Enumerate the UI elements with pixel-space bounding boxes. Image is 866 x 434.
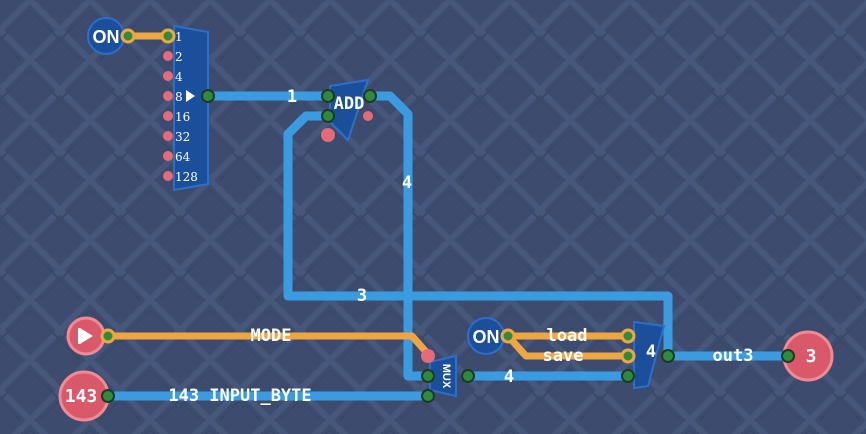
byte-maker[interactable]	[173, 24, 209, 192]
wire-save[interactable]	[504, 332, 632, 360]
wire-loop-3[interactable]	[283, 111, 673, 361]
mux-input-a-pin[interactable]	[421, 369, 435, 383]
on-switch-mid[interactable]: ON	[467, 317, 505, 355]
bit-label-16: 16	[175, 110, 190, 124]
register-save-pin[interactable]	[620, 348, 636, 364]
wire-label-four-vertical: 4	[402, 173, 412, 193]
on-switch-mid-pin[interactable]	[500, 328, 516, 344]
byte-maker-bit-16-pin[interactable]	[163, 111, 173, 121]
on-switch-mid-label: ON	[473, 327, 500, 347]
output-value: 3	[806, 346, 817, 367]
byte-maker-bit-1-pin[interactable]	[160, 28, 176, 44]
play-bar-icon	[78, 328, 80, 344]
wire-mode[interactable]	[104, 332, 432, 358]
byte-maker-bit-4-pin[interactable]	[163, 71, 173, 81]
register-output-label: out3	[713, 346, 754, 366]
input-byte-node[interactable]: 143	[58, 370, 110, 422]
input-byte-value: 143	[65, 386, 98, 407]
mode-input[interactable]	[66, 316, 106, 356]
byte-maker-bit-128-pin[interactable]	[163, 171, 173, 181]
register-value: 4	[646, 342, 656, 362]
bit-label-1: 1	[175, 30, 183, 44]
add-input-b-pin[interactable]	[321, 109, 335, 123]
mux-label: MUX	[440, 364, 452, 389]
wire-add-output[interactable]	[365, 91, 433, 381]
selected-arrow-icon	[186, 90, 195, 102]
wire-label-one: 1	[287, 87, 297, 107]
bit-label-128: 128	[175, 170, 198, 184]
on-switch-top-pin[interactable]	[120, 28, 136, 44]
register-output-pin[interactable]	[661, 349, 675, 363]
mux-select-pin[interactable]	[421, 349, 435, 363]
mux-input-b-pin[interactable]	[421, 389, 435, 403]
register[interactable]	[633, 320, 666, 390]
add-gate-label: ADD	[334, 94, 365, 114]
add-output-pin[interactable]	[363, 89, 377, 103]
wire-label-load: load	[547, 326, 588, 346]
register-input-pin[interactable]	[621, 369, 635, 383]
byte-maker-output-pin[interactable]	[201, 89, 215, 103]
bit-label-32: 32	[175, 130, 190, 144]
byte-maker-bit-8-pin[interactable]	[163, 91, 173, 101]
mode-input-pin[interactable]	[100, 328, 116, 344]
on-switch-top[interactable]: ON	[87, 17, 125, 55]
wire-label-save: save	[543, 346, 584, 366]
bit-label-4: 4	[175, 70, 183, 84]
bit-label-64: 64	[175, 150, 191, 164]
byte-maker-bit-2-pin[interactable]	[163, 51, 173, 61]
play-icon	[80, 328, 93, 344]
add-carry-in-pin[interactable]	[321, 128, 335, 142]
input-byte-pin[interactable]	[101, 389, 115, 403]
add-carry-pin[interactable]	[363, 111, 373, 121]
wire-label-input-byte: 143 INPUT_BYTE	[168, 386, 311, 406]
mux-output-pin[interactable]	[461, 369, 475, 383]
wire-label-four-bottom: 4	[504, 367, 514, 387]
register-load-pin[interactable]	[620, 328, 636, 344]
wire-label-mode: MODE	[251, 326, 292, 346]
output-pin[interactable]	[781, 349, 795, 363]
on-switch-top-label: ON	[93, 27, 120, 47]
bit-label-2: 2	[175, 50, 183, 64]
byte-maker-bit-32-pin[interactable]	[163, 131, 173, 141]
bit-label-8: 8	[175, 90, 183, 104]
add-input-a-pin[interactable]	[321, 89, 335, 103]
wire-label-three: 3	[357, 286, 367, 306]
byte-maker-bit-64-pin[interactable]	[163, 151, 173, 161]
